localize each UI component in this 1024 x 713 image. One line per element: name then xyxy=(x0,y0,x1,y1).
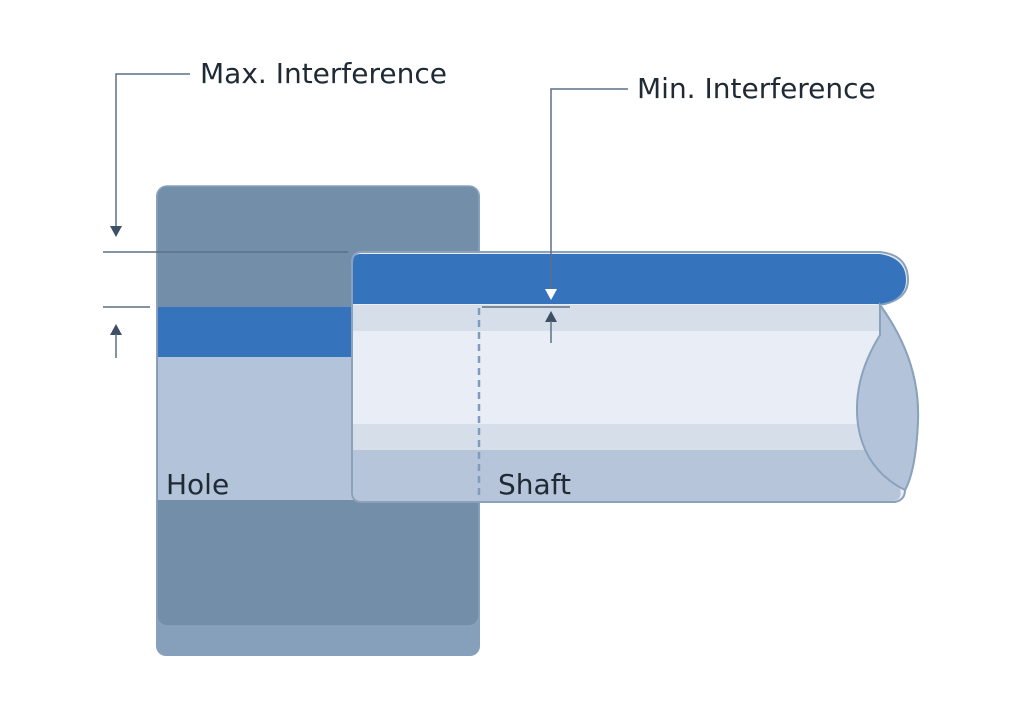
min-interference-label: Min. Interference xyxy=(637,72,876,105)
shaft-label: Shaft xyxy=(498,468,571,501)
max-interference-arrow-down xyxy=(110,226,122,237)
min-interference-arrow-down xyxy=(545,289,557,300)
shaft-shadow-band-top xyxy=(353,305,883,331)
shaft-shadow-band-bottom xyxy=(353,450,901,501)
shaft xyxy=(351,251,920,503)
shaft-tolerance-band xyxy=(353,254,906,304)
min-interference-arrow-up xyxy=(545,311,557,322)
min-interference-dimension: Min. Interference xyxy=(482,72,876,343)
max-interference-leader xyxy=(115,73,190,228)
max-interference-arrow-up xyxy=(110,324,122,335)
max-interference-label: Max. Interference xyxy=(200,57,447,90)
shaft-break-end xyxy=(855,301,920,492)
max-interference-dimension: Max. Interference xyxy=(103,57,447,358)
shaft-shadow-band-mid xyxy=(353,424,883,450)
min-interference-leader xyxy=(550,88,628,292)
hole-label: Hole xyxy=(166,468,229,501)
